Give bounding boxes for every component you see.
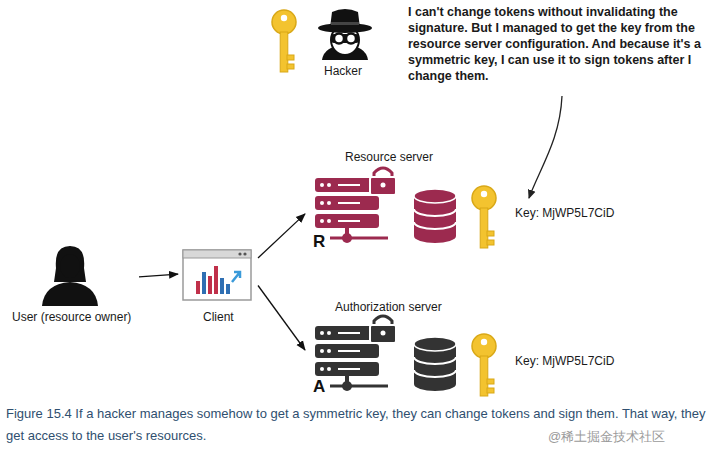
node-label: User (resource owner) (12, 310, 131, 324)
connector-arrow (258, 214, 305, 258)
figure-caption: Figure 15.4 If a hacker manages somehow … (6, 403, 706, 447)
database-icon (414, 189, 456, 243)
connector-arrow (258, 286, 305, 351)
key-icon (472, 186, 496, 248)
connector-arrow (139, 274, 178, 277)
watermark: @稀土掘金技术社区 (548, 428, 665, 446)
key-icon (472, 334, 496, 396)
server-node: Resource serverR Key: MjWP5L7CiD (305, 150, 645, 253)
server-node: Authorization serverA Key: MjWP5L7CiD (305, 298, 645, 398)
client-node: Client (178, 245, 258, 326)
resource-server-icon (315, 168, 396, 243)
node-label: Resource server (345, 150, 433, 164)
node-label: Key: MjWP5L7CiD (515, 354, 614, 368)
user-icon (42, 246, 98, 306)
node-label: Key: MjWP5L7CiD (515, 206, 614, 220)
actor-label: Hacker (324, 64, 362, 78)
actor-node: User (resource owner) (5, 240, 139, 330)
node-label: R (313, 233, 325, 251)
node-label: Authorization server (335, 300, 442, 314)
database-icon (414, 337, 456, 391)
authorization-server-icon (315, 316, 396, 391)
leader-arrow (529, 96, 562, 198)
callout-note: I can't change tokens without invalidati… (408, 4, 710, 84)
client-icon (183, 250, 251, 300)
node-label: A (313, 378, 325, 396)
node-label: Client (203, 310, 234, 324)
key-icon (272, 10, 296, 72)
hacker-icon (318, 9, 372, 60)
